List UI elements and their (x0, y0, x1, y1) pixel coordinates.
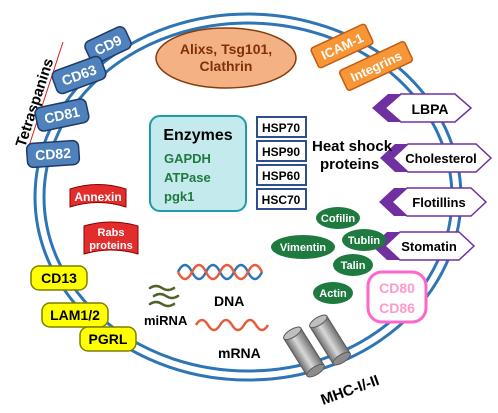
cd80-cd86-protein: CD80 CD86 (366, 270, 428, 324)
hsp60-label: HSP60 (262, 169, 300, 183)
cofilin-label: Cofilin (321, 213, 355, 225)
lbpa-lipid: LBPA (372, 93, 473, 123)
hsc70-label: HSC70 (262, 193, 301, 207)
heat-shock-label-1: Heat shock (312, 138, 393, 155)
rabs-label-2: proteins (89, 240, 132, 252)
mhc-protein (283, 314, 351, 378)
mirna-strands (148, 284, 180, 308)
cd82-protein: CD82 (25, 139, 81, 169)
pgk1-label: pgk1 (164, 189, 194, 204)
pgrl-label: PGRL (89, 331, 128, 347)
lam-protein: LAM1/2 (41, 302, 109, 328)
cd81-label: CD81 (43, 103, 82, 126)
lbpa-label: LBPA (411, 101, 448, 117)
cholesterol-lipid: Cholesterol (380, 143, 493, 173)
mrna-strand (194, 318, 270, 332)
enzymes-title: Enzymes (163, 127, 232, 144)
pgrl-protein: PGRL (79, 326, 137, 352)
annexin-label: Annexin (74, 190, 121, 204)
hsp-group: HSP70 HSP90 HSP60 HSC70 (256, 116, 307, 210)
rabs-label-1: Rabs (98, 227, 125, 239)
annexin-banner: Annexin (69, 184, 127, 208)
gapdh-label: GAPDH (164, 151, 211, 166)
rabs-banner: Rabs proteins (83, 221, 139, 255)
mhc-label: MHC-I/-II (319, 372, 382, 409)
mirna-label: miRNA (144, 313, 188, 328)
tublin-label: Tublin (348, 235, 380, 247)
actin-label: Actin (319, 288, 347, 300)
alix-line2: Clathrin (200, 58, 253, 74)
enzymes-box: Enzymes GAPDH ATPase pgk1 (149, 115, 247, 212)
cd13-label: CD13 (41, 270, 77, 286)
cd9-protein: CD9 (84, 26, 132, 64)
cytoskeleton-group: Cofilin Vimentin Tublin Talin Actin (271, 207, 386, 304)
cd63-protein: CD63 (51, 55, 107, 95)
talin-label: Talin (341, 260, 366, 272)
dna-helix (176, 263, 264, 281)
cd13-protein: CD13 (30, 265, 88, 291)
cd86-label: CD86 (379, 300, 415, 316)
flotillins-label: Flotillins (412, 195, 465, 210)
flotillins-lipid: Flotillins (379, 187, 488, 217)
cd82-label: CD82 (35, 145, 72, 163)
vimentin-label: Vimentin (280, 242, 327, 254)
tetraspanins-underline (28, 41, 64, 147)
lam-label: LAM1/2 (50, 307, 100, 323)
mrna-label: mRNA (218, 345, 261, 361)
heat-shock-label-2: proteins (320, 156, 379, 173)
tetraspanins-label: Tetraspanins (13, 56, 58, 149)
cd80-label: CD80 (379, 280, 415, 296)
hsp70-label: HSP70 (262, 121, 300, 135)
atpase-label: ATPase (164, 170, 211, 185)
alix-line1: Alixs, Tsg101, (180, 41, 272, 57)
stomatin-lipid: Stomatin (372, 231, 476, 261)
cholesterol-label: Cholesterol (405, 151, 477, 166)
cd81-protein: CD81 (34, 98, 90, 132)
stomatin-label: Stomatin (401, 239, 457, 254)
dna-label: DNA (214, 293, 244, 309)
hsp90-label: HSP90 (262, 145, 300, 159)
alix-tsg101-clathrin: Alixs, Tsg101, Clathrin (155, 27, 297, 89)
